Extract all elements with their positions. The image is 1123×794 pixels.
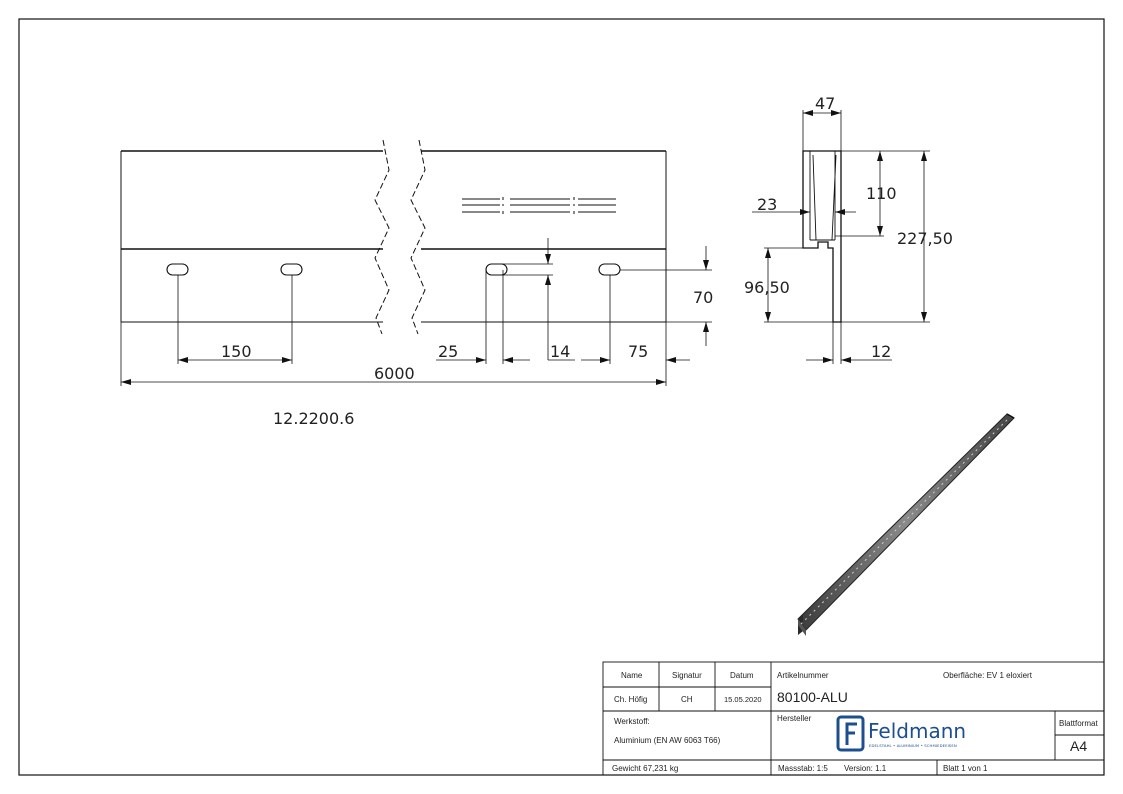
- sheet-count: Blatt 1 von 1: [943, 764, 988, 773]
- title-block-grid: [602, 661, 1105, 776]
- dim-slot-length: 25: [438, 342, 459, 361]
- dim-total-length: 6000: [374, 364, 415, 383]
- break-line-right: [410, 139, 426, 335]
- surface-finish: Oberfläche: EV 1 eloxiert: [943, 671, 1032, 680]
- author-signature: CH: [681, 695, 693, 704]
- article-number: 80100-ALU: [777, 689, 848, 705]
- hidden-groove-lines: [462, 197, 616, 214]
- author-date: 15.05.2020: [724, 695, 762, 704]
- material-value: Aluminium (EN AW 6063 T66): [614, 736, 721, 745]
- header-date: Datum: [730, 671, 754, 680]
- slot: [166, 263, 189, 276]
- dim-total-height: 227,50: [897, 229, 953, 248]
- dim-groove-depth: 110: [866, 184, 897, 203]
- sheet-border: [18, 18, 1105, 776]
- dim-width: 47: [815, 94, 836, 113]
- slot: [280, 263, 303, 276]
- section-view: [752, 110, 930, 364]
- logo-name: Feldmann: [868, 719, 967, 743]
- slot: [598, 263, 621, 276]
- header-name: Name: [621, 671, 643, 680]
- version: Version: 1.1: [844, 764, 887, 773]
- article-label: Artikelnummer: [777, 671, 829, 680]
- dim-slot-spacing: 150: [221, 342, 252, 361]
- sheet-format-label: Blattformat: [1059, 719, 1098, 728]
- dim-web-thickness: 12: [871, 342, 892, 361]
- weight: Gewicht 67,231 kg: [612, 764, 679, 773]
- dim-lower-height: 96,50: [744, 278, 790, 297]
- dim-slot-width: 14: [550, 342, 571, 361]
- material-label: Werkstoff:: [614, 717, 650, 726]
- feldmann-logo-icon: [836, 715, 865, 752]
- isometric-rail-image: [797, 413, 1015, 636]
- break-line-left: [374, 139, 390, 335]
- part-number: 12.2200.6: [273, 409, 355, 428]
- sheet-format: A4: [1070, 738, 1088, 754]
- scale: Massstab: 1:5: [778, 764, 828, 773]
- dim-slot-height: 70: [693, 288, 714, 307]
- header-signature: Signatur: [672, 671, 702, 680]
- manufacturer-label: Hersteller: [777, 714, 812, 723]
- author-name: Ch. Höfig: [614, 695, 648, 704]
- dim-groove-width: 23: [757, 195, 778, 214]
- front-view: [120, 139, 712, 386]
- slot: [485, 263, 508, 276]
- dim-end-offset: 75: [628, 342, 649, 361]
- logo-tagline: EDELSTAHL • ALUMINIUM • SCHMIEDEEISEN: [869, 743, 957, 748]
